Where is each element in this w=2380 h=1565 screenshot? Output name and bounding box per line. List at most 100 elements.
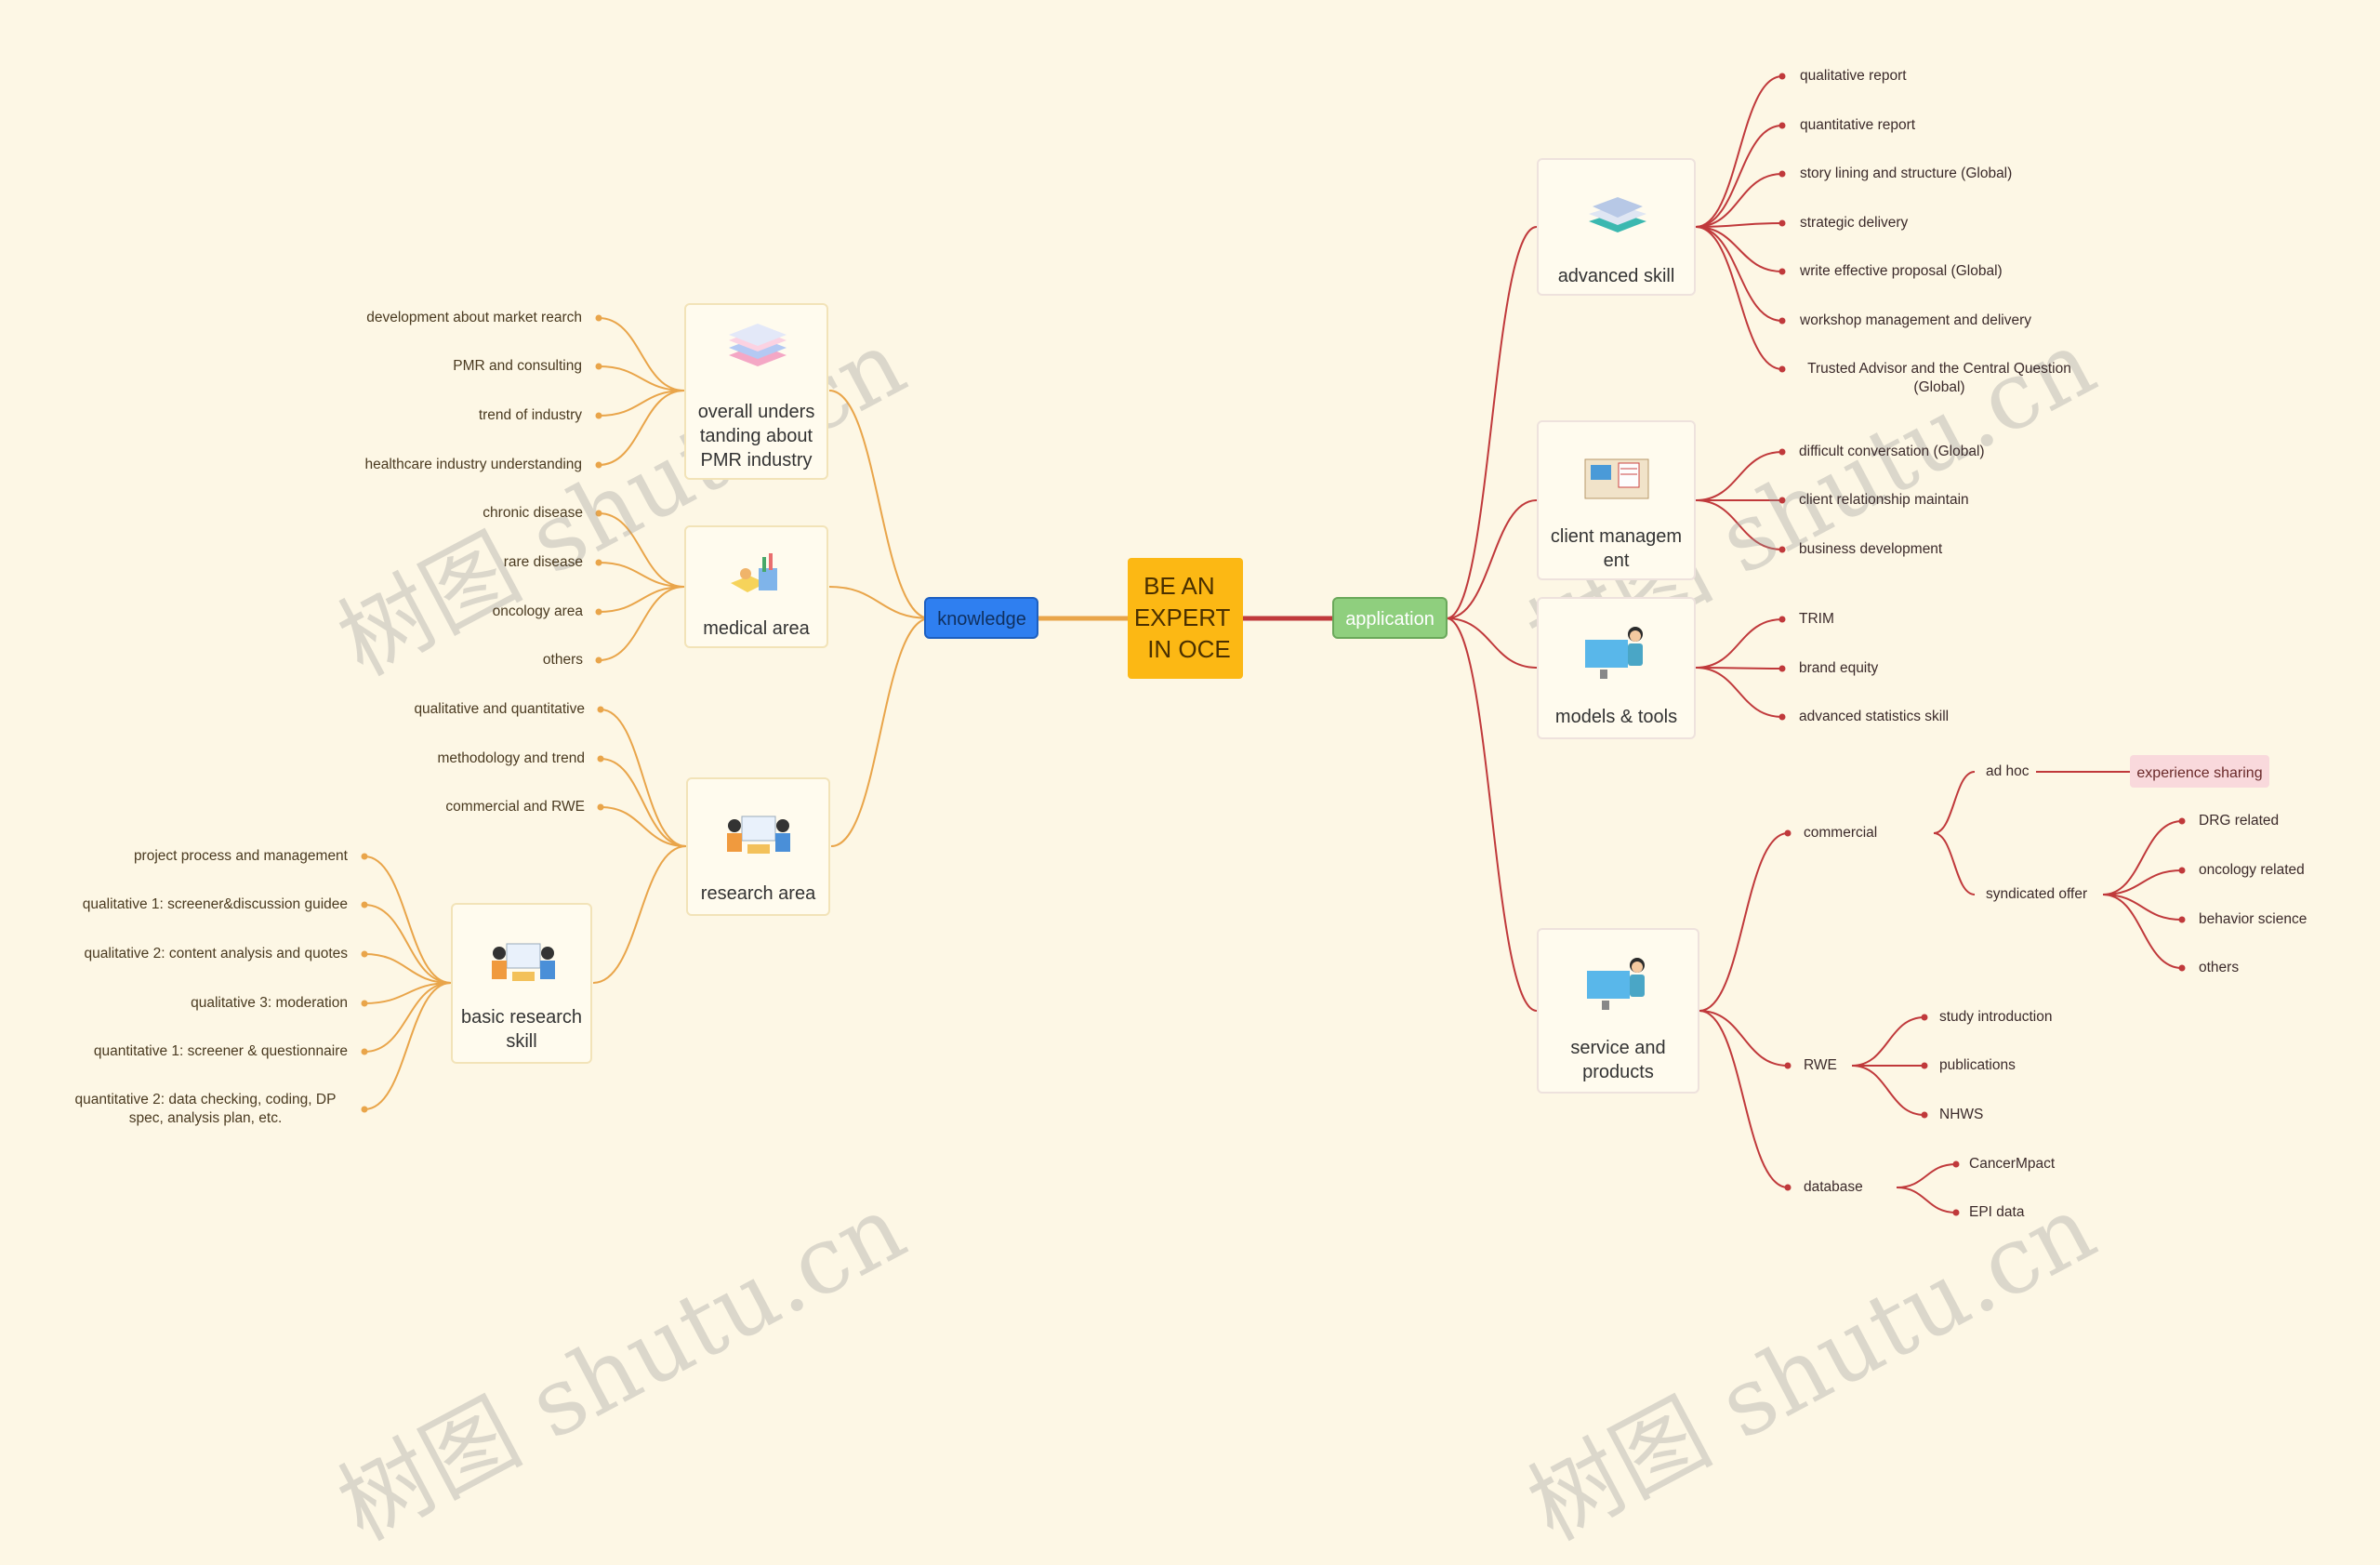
rwe-label: RWE xyxy=(1804,1057,1837,1073)
leaf-overall-0: development about market rearch xyxy=(366,310,582,325)
connector-dot xyxy=(1921,1111,1928,1119)
basic-research-skill-node[interactable]: basic research skill xyxy=(451,903,592,1064)
leaf-syndicated-3: others xyxy=(2199,960,2240,975)
connector-line xyxy=(600,806,687,847)
connector-line xyxy=(600,758,687,847)
client-management-node[interactable]: client managem ent xyxy=(1537,420,1696,580)
connector-dot xyxy=(595,510,602,517)
connector-line xyxy=(828,390,931,619)
leaf-medical-1: rare disease xyxy=(503,554,583,570)
connector-dots xyxy=(361,73,2186,1216)
connector-line xyxy=(1695,667,1783,670)
application-node-shape[interactable] xyxy=(1332,597,1448,639)
connector-line xyxy=(1446,617,1538,1012)
syndicated-label: syndicated offer xyxy=(1986,886,2088,902)
knowledge-node-shape[interactable] xyxy=(924,597,1038,639)
connector-line xyxy=(1695,226,1783,322)
leaf-medical-3: others xyxy=(542,652,583,668)
models-tools-node[interactable]: models & tools xyxy=(1537,597,1696,739)
connector-line xyxy=(1933,771,1976,834)
desk-workspace-icon xyxy=(1584,458,1649,499)
connector-line xyxy=(2102,820,2183,895)
connector-dot xyxy=(2178,964,2186,972)
experience-sharing-tag-shape[interactable] xyxy=(2130,755,2269,788)
leaf-basic-1: qualitative 1: screener&discussion guide… xyxy=(82,896,348,912)
root-node-shape[interactable] xyxy=(1128,558,1243,679)
connector-dot xyxy=(1778,268,1786,275)
connector-line xyxy=(1446,226,1538,619)
advanced-skill-label: advanced skill xyxy=(1557,266,1675,286)
connector-dot xyxy=(595,657,602,664)
leaf-overall-3: healthcare industry understanding xyxy=(364,457,582,472)
connector-line xyxy=(364,982,452,1004)
connector-line xyxy=(598,512,685,588)
mind-map-canvas: BE AN EXPERT IN OCE knowledge applicatio… xyxy=(361,73,2269,1216)
leaf-client-2: business development xyxy=(1799,541,1943,557)
connector-dot xyxy=(597,803,604,811)
connector-line xyxy=(1695,173,1783,228)
connector-line xyxy=(2102,894,2183,969)
research-area-node[interactable]: research area xyxy=(686,777,830,916)
connector-line xyxy=(1446,617,1538,669)
advanced-skill-node[interactable]: advanced skill xyxy=(1537,158,1696,296)
connector-line xyxy=(600,709,687,847)
presenter-icon xyxy=(1587,958,1645,1010)
leaf-advanced-5: workshop management and delivery xyxy=(1800,312,2031,328)
connector-lines xyxy=(364,75,2183,1214)
connector-line xyxy=(1695,226,1783,272)
document-stack-icon xyxy=(729,324,787,366)
team-meeting-icon xyxy=(727,816,790,854)
leaf-rwe-1: publications xyxy=(1939,1057,2016,1073)
knowledge-node-label: knowledge xyxy=(937,609,1026,630)
connector-line xyxy=(598,390,685,417)
connector-dot xyxy=(361,1000,368,1007)
connector-dot xyxy=(361,853,368,860)
connector-line xyxy=(1699,1010,1789,1067)
medical-area-node[interactable]: medical area xyxy=(684,525,828,648)
root-node-label: BE AN EXPERT IN OCE xyxy=(1134,572,1236,663)
connector-line xyxy=(1851,1065,1925,1116)
leaf-advanced-3: strategic delivery xyxy=(1800,215,1909,231)
application-node-label: application xyxy=(1345,609,1435,630)
leaf-rwe-0: study introduction xyxy=(1939,1009,2053,1025)
leaf-client-1: client relationship maintain xyxy=(1799,492,1969,508)
connector-line xyxy=(1695,75,1783,228)
connector-dot xyxy=(1952,1160,1960,1168)
connector-line xyxy=(1851,1016,1925,1067)
connector-dot xyxy=(361,1106,368,1113)
connector-dot xyxy=(595,412,602,419)
connector-dot xyxy=(361,901,368,908)
connector-dot xyxy=(1784,1062,1792,1069)
connector-line xyxy=(598,390,685,466)
connector-dot xyxy=(597,706,604,713)
connector-line xyxy=(1695,451,1783,501)
connector-dot xyxy=(595,608,602,616)
connector-dot xyxy=(1778,546,1786,553)
basic-research-skill-label: basic research skill xyxy=(460,1007,583,1052)
service-products-node[interactable]: service and products xyxy=(1537,928,1699,1094)
book-stack-icon xyxy=(1589,197,1646,232)
connector-line xyxy=(828,586,931,619)
connector-dot xyxy=(1784,829,1792,837)
presenter-icon xyxy=(1585,627,1643,679)
research-area-label: research area xyxy=(700,883,816,904)
connector-line xyxy=(1695,667,1783,718)
leaf-models-1: brand equity xyxy=(1799,660,1879,676)
leaf-basic-5: quantitative 2: data checking, coding, D… xyxy=(74,1092,337,1126)
connector-dot xyxy=(2178,867,2186,874)
overall-understanding-label: overall unders tanding about PMR industr… xyxy=(697,402,815,471)
leaf-research-0: qualitative and quantitative xyxy=(414,701,585,717)
connector-dot xyxy=(595,461,602,469)
connector-line xyxy=(598,562,685,588)
connector-dot xyxy=(595,314,602,322)
connector-dot xyxy=(361,1048,368,1055)
leaf-advanced-2: story lining and structure (Global) xyxy=(1800,166,2013,181)
connector-dot xyxy=(1778,73,1786,80)
overall-understanding-node[interactable]: overall unders tanding about PMR industr… xyxy=(684,303,828,480)
models-tools-label: models & tools xyxy=(1554,707,1678,727)
connector-dot xyxy=(2178,817,2186,825)
leaf-medical-2: oncology area xyxy=(492,603,583,619)
experience-sharing-label: experience sharing xyxy=(2136,765,2262,781)
leaf-medical-0: chronic disease xyxy=(483,505,583,521)
connector-dot xyxy=(1778,219,1786,227)
